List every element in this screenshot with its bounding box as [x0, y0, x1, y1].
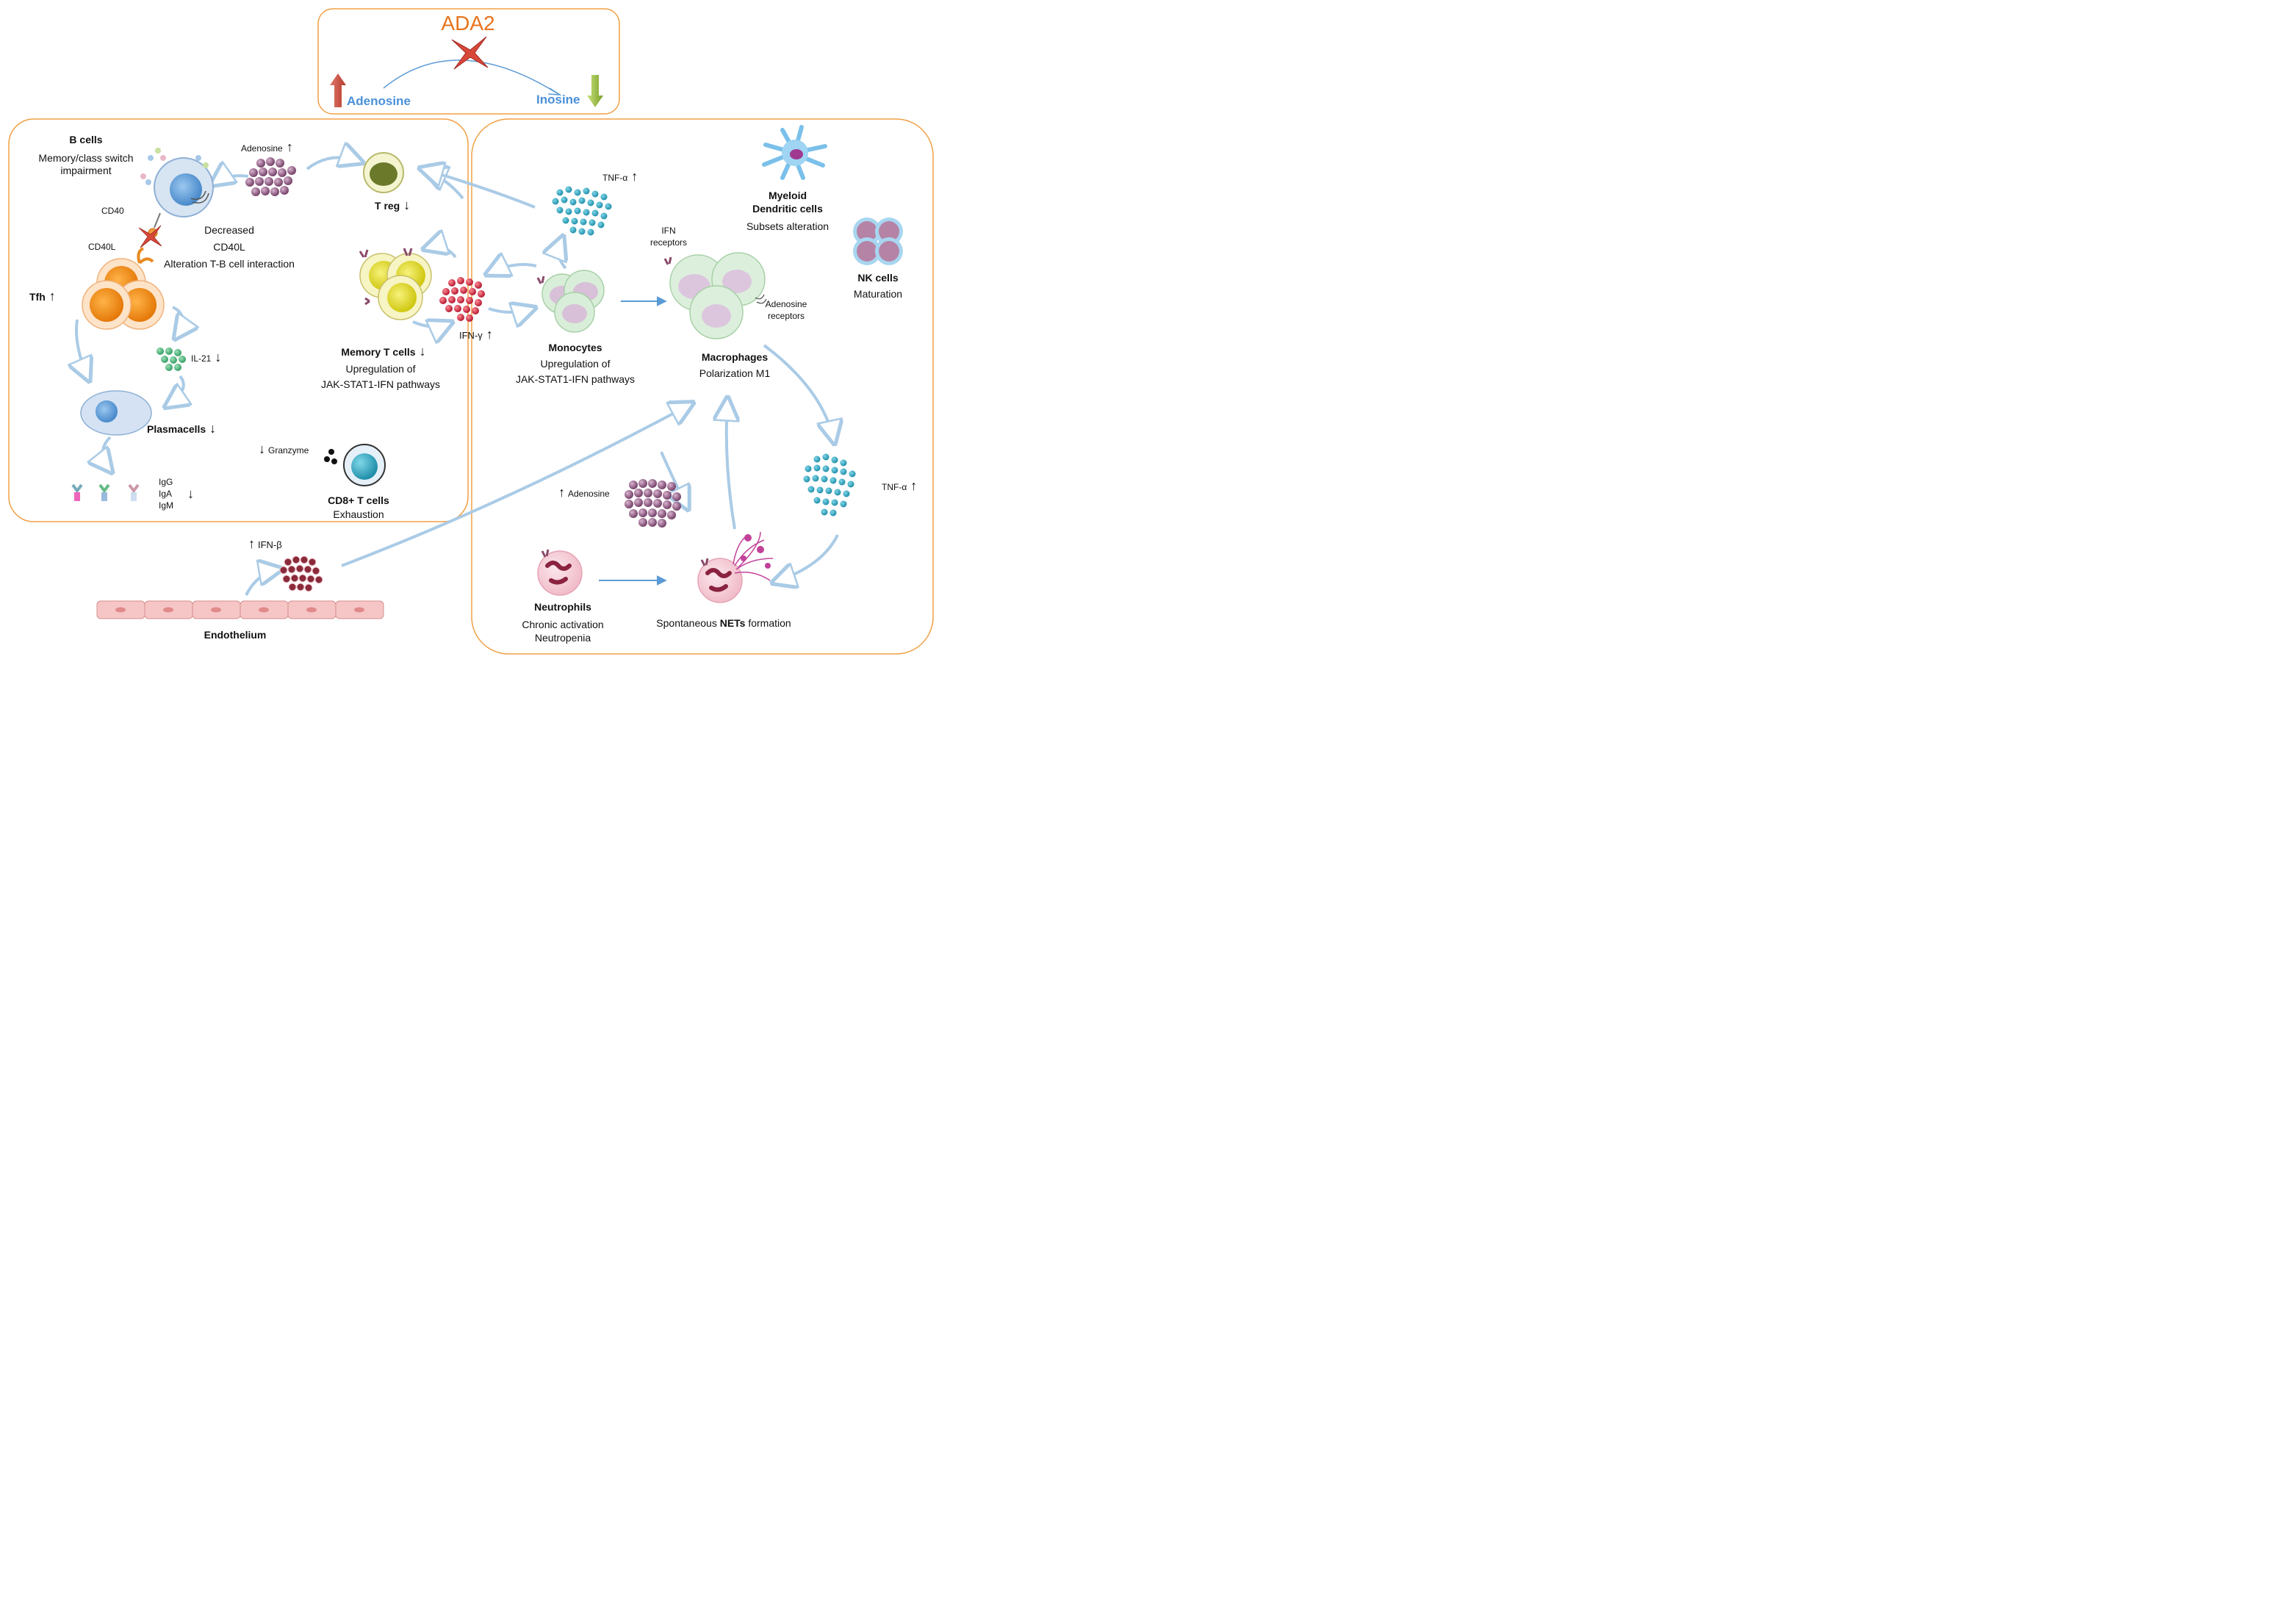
product-label: Inosine: [536, 93, 580, 107]
adenosine-up-arrow-icon: [330, 73, 346, 107]
macrophages-line1: Polarization M1: [699, 367, 771, 379]
down-arrow-icon: ↓: [259, 442, 265, 456]
macrophages-title: Macrophages: [701, 351, 769, 363]
cd40l-label: CD40L: [88, 242, 116, 252]
plasma-cell-icon: [80, 390, 152, 436]
granzyme-dots-icon: [324, 449, 337, 464]
down-arrow-icon: ↓: [403, 198, 411, 212]
cd8-line1: Exhaustion: [333, 508, 384, 520]
ifn-receptors-line2: receptors: [649, 237, 688, 248]
plasmacells-label: Plasmacells↓: [147, 421, 217, 436]
decreased-line1: Decreased: [204, 224, 254, 236]
down-arrow-icon: ↓: [215, 350, 222, 364]
b-cells-title: B cells: [69, 134, 103, 145]
neutrophil-icon: [537, 549, 583, 596]
memory-t-line1: Upregulation of: [345, 363, 416, 375]
diagram-canvas: [8, 8, 934, 655]
up-arrow-icon: ↑: [48, 289, 56, 303]
right-flow-arrows: [245, 169, 838, 596]
treg-cell-icon: [363, 152, 404, 193]
ifn-gamma-molecules-icon: [439, 277, 485, 322]
decreased-line3: Alteration T-B cell interaction: [164, 258, 295, 270]
myeloid-line2: Dendritic cells: [752, 203, 823, 215]
down-arrow-icon: ↓: [419, 344, 426, 359]
igm-label: IgM: [159, 500, 174, 511]
memory-t-title: Memory T cells↓: [341, 344, 426, 359]
dendritic-cell-icon: [762, 125, 827, 180]
igg-label: IgG: [159, 477, 173, 487]
tnf-alpha-top-label: TNF-α↑: [602, 169, 638, 184]
treg-label: T reg↓: [375, 198, 411, 212]
immunoglobulins-icon: [71, 483, 140, 501]
down-arrow-icon: ↓: [187, 486, 194, 501]
cd8-t-cell-icon: [343, 444, 386, 486]
nk-cells-title: NK cells: [857, 272, 899, 284]
down-arrow-icon: ↓: [209, 421, 217, 436]
up-arrow-icon: ↑: [286, 140, 293, 154]
myeloid-line1: Myeloid: [768, 190, 807, 201]
inosine-down-arrow-icon: [587, 75, 603, 107]
myeloid-line3: Subsets alteration: [746, 220, 829, 232]
cd8-title: CD8+ T cells: [328, 494, 389, 506]
header-panel: [317, 8, 620, 115]
tnf-alpha-molecules-top-icon: [552, 186, 612, 236]
left-adenosine-label: Adenosine↑: [241, 140, 293, 154]
adenosine-molecules-right-icon: [625, 479, 681, 528]
reaction-arrowhead: [547, 87, 562, 96]
monocytes-line2: JAK-STAT1-IFN pathways: [515, 373, 636, 385]
macrophages-icon: [663, 252, 767, 339]
neutrophils-title: Neutrophils: [534, 601, 591, 613]
up-arrow-icon: ↑: [910, 478, 918, 493]
ifn-receptors-line1: IFN: [661, 226, 676, 236]
nk-cells-line1: Maturation: [853, 288, 903, 300]
cd40-label: CD40: [101, 206, 124, 216]
b-cell-icon: [140, 148, 214, 238]
neutrophils-line1: Chronic activation: [522, 619, 604, 630]
nk-cells-icon: [853, 217, 903, 265]
decreased-line2: CD40L: [213, 241, 245, 253]
cd40-blocked-x-icon: [138, 225, 162, 248]
solid-arrows: [599, 296, 667, 586]
right-adenosine-label: ↑Adenosine: [558, 485, 610, 500]
b-cells-line1: Memory/class switch: [38, 152, 134, 164]
substrate-label: Adenosine: [347, 94, 411, 108]
b-cells-line2: impairment: [60, 165, 112, 176]
adenosine-receptors-line2: receptors: [767, 311, 805, 321]
nets-label: Spontaneous NETs formation: [656, 617, 791, 629]
adenosine-receptors-line1: Adenosine: [765, 299, 807, 309]
right-panel: [471, 118, 934, 655]
memory-t-cells-icon: [359, 248, 432, 320]
monocytes-title: Monocytes: [548, 342, 602, 353]
tnf-alpha-right-label: TNF-α↑: [882, 478, 918, 493]
endothelium-icon: [96, 600, 384, 619]
il21-molecules-icon: [156, 348, 186, 371]
ifn-gamma-label: IFN-γ↑: [459, 327, 493, 342]
ifn-beta-label: ↑IFN-β: [248, 536, 282, 551]
adenosine-molecules-icon: [245, 157, 296, 196]
tnf-alpha-molecules-right-icon: [803, 453, 856, 517]
iga-label: IgA: [159, 489, 173, 499]
ifn-beta-molecules-icon: [279, 555, 323, 592]
up-arrow-icon: ↑: [558, 485, 565, 500]
ada2-blocked-x-icon: [451, 36, 489, 70]
nets-icon: [697, 531, 774, 603]
up-arrow-icon: ↑: [486, 327, 493, 342]
tfh-label: Tfh↑: [29, 289, 56, 303]
up-arrow-icon: ↑: [248, 536, 255, 551]
memory-t-line2: JAK-STAT1-IFN pathways: [320, 378, 441, 390]
monocytes-icon: [536, 270, 605, 333]
up-arrow-icon: ↑: [631, 169, 638, 184]
endothelium-label: Endothelium: [204, 629, 267, 641]
ig-down-indicator: ↓: [184, 486, 194, 502]
enzyme-title: ADA2: [441, 12, 495, 35]
granzyme-label: ↓Granzyme: [259, 442, 309, 456]
monocytes-line1: Upregulation of: [540, 358, 611, 370]
neutrophils-line2: Neutropenia: [534, 632, 591, 644]
tfh-cells-icon: [82, 247, 165, 330]
il21-label: IL-21↓: [191, 350, 222, 364]
